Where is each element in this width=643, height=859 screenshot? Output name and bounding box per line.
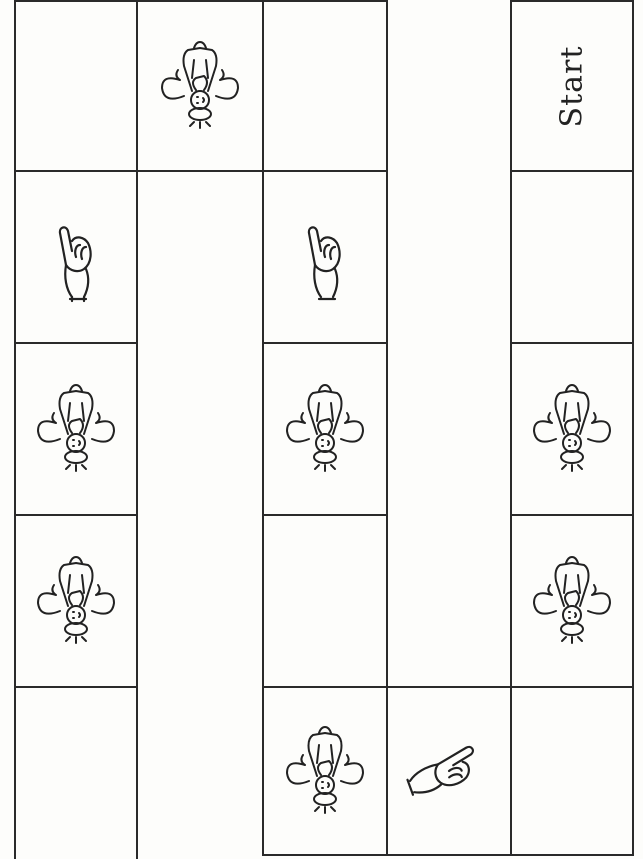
angel-icon (150, 36, 250, 136)
board-space-c4-r5[interactable] (386, 686, 512, 856)
board-space-c2-r1[interactable] (136, 0, 264, 172)
board-space-c3-r3[interactable] (262, 342, 388, 516)
angel-icon (275, 721, 375, 821)
board-space-c3-r2[interactable] (262, 170, 388, 344)
board-space-c5-r5[interactable] (510, 686, 634, 856)
board-space-c5-r2[interactable] (510, 170, 634, 344)
board-space-c1-r1[interactable] (14, 0, 138, 172)
board-space-c3-r1[interactable] (262, 0, 388, 172)
pointing-hand-icon (275, 207, 375, 307)
board-space-c3-r5[interactable] (262, 686, 388, 856)
board-space-c1-r5[interactable] (14, 686, 138, 859)
board-space-c1-r4[interactable] (14, 514, 138, 688)
pointing-hand-icon (386, 707, 512, 835)
angel-icon (522, 551, 622, 651)
angel-icon (275, 379, 375, 479)
pointing-hand-icon (26, 207, 126, 307)
board-space-c1-r2[interactable] (14, 170, 138, 344)
board-space-c5-r4[interactable] (510, 514, 634, 688)
board-space-c1-r3[interactable] (14, 342, 138, 516)
angel-icon (522, 379, 622, 479)
start-space[interactable]: Start (510, 0, 634, 172)
board-space-c5-r3[interactable] (510, 342, 634, 516)
start-label: Start (554, 45, 589, 127)
board-space-c3-r4[interactable] (262, 514, 388, 688)
angel-icon (26, 379, 126, 479)
angel-icon (26, 551, 126, 651)
